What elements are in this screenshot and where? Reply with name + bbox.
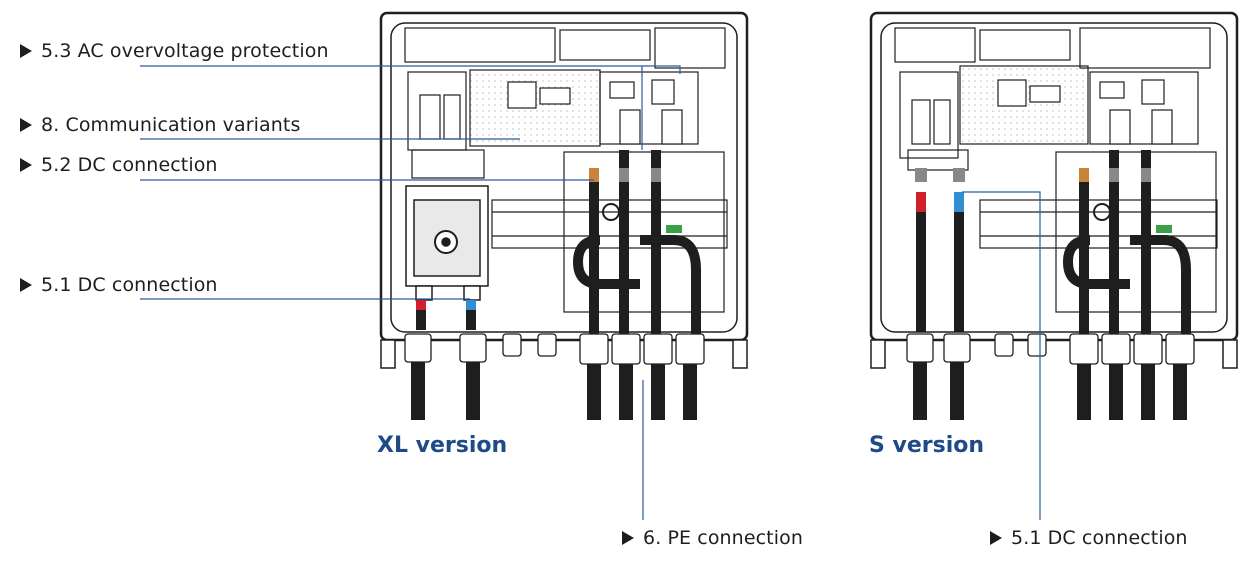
callout-dc-connection-5-1-right: 5.1 DC connection xyxy=(990,527,1188,549)
callout-communication-variants: 8. Communication variants xyxy=(20,114,300,136)
callout-label: 5.3 AC overvoltage protection xyxy=(41,40,329,62)
s-dc-wires xyxy=(915,168,965,332)
xl-circuit-boards xyxy=(404,27,726,179)
leader-lines xyxy=(140,65,1041,520)
triangle-right-icon xyxy=(622,531,634,545)
callout-label: 5.2 DC connection xyxy=(41,154,218,176)
callout-dc-connection-5-2: 5.2 DC connection xyxy=(20,154,218,176)
xl-ferrules xyxy=(589,168,682,233)
s-cable-glands xyxy=(906,333,1195,365)
xl-dc-disconnect-switch xyxy=(405,185,489,301)
leader-dc-5-1-right xyxy=(962,191,1041,520)
xl-cable-glands xyxy=(404,333,705,365)
s-circuit-boards xyxy=(894,27,1211,171)
callout-label: 5.1 DC connection xyxy=(1011,527,1188,549)
callout-dc-connection-5-1-left: 5.1 DC connection xyxy=(20,274,218,296)
s-din-rail xyxy=(979,151,1218,313)
s-external-cables xyxy=(913,362,1187,420)
s-ac-wires xyxy=(1062,150,1191,340)
xl-external-cables xyxy=(411,362,697,420)
triangle-right-icon xyxy=(990,531,1002,545)
callout-label: 8. Communication variants xyxy=(41,114,301,136)
callout-pe-connection: 6. PE connection xyxy=(622,527,803,549)
xl-version-label: XL version xyxy=(377,433,508,458)
triangle-right-icon xyxy=(20,118,32,132)
s-inverter-enclosure xyxy=(869,11,1239,369)
callout-label: 6. PE connection xyxy=(643,527,803,549)
xl-dc-wires xyxy=(416,300,476,330)
xl-din-rail xyxy=(491,151,728,313)
triangle-right-icon xyxy=(20,278,32,292)
callout-label: 5.1 DC connection xyxy=(41,274,218,296)
leader-ac-overvoltage xyxy=(140,65,681,74)
s-ferrules xyxy=(1079,168,1172,233)
callout-ac-overvoltage-protection: 5.3 AC overvoltage protection xyxy=(20,40,329,62)
xl-inverter-enclosure xyxy=(379,11,749,369)
s-version-label: S version xyxy=(869,433,985,458)
triangle-right-icon xyxy=(20,44,32,58)
triangle-right-icon xyxy=(20,158,32,172)
